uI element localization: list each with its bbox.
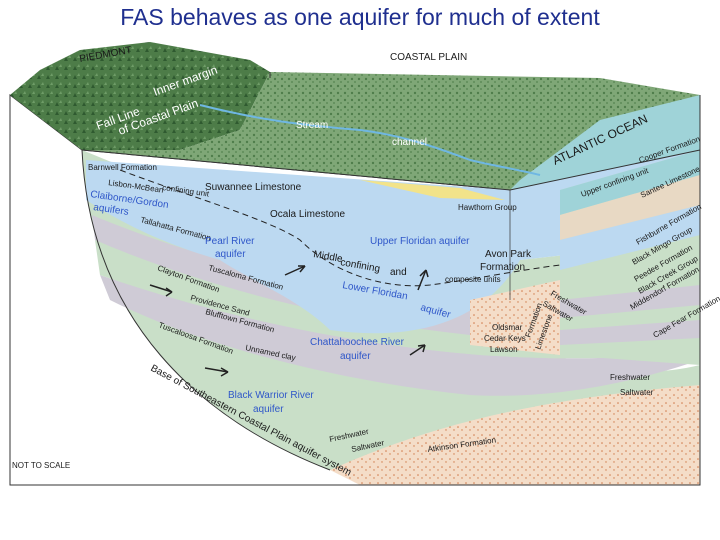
stream-label: Stream: [296, 120, 328, 131]
pearl-river-label: Pearl River: [205, 236, 255, 247]
black-warrior-label: Black Warrior River: [228, 390, 314, 401]
barnwell-label: Barnwell Formation: [88, 163, 157, 172]
pearl-river-label-2: aquifer: [215, 249, 246, 260]
avon-park-label-2: Formation: [480, 262, 525, 273]
not-to-scale-label: NOT TO SCALE: [12, 461, 70, 470]
oldsmar-label: Oldsmar: [492, 323, 523, 332]
middle-confining-label-3: and: [390, 267, 407, 278]
avon-park-label: Avon Park: [485, 249, 532, 260]
oldsmar-label-3: Lawson: [490, 345, 518, 354]
composite-units-label: composite units: [445, 275, 501, 284]
coastal-plain-label: COASTAL PLAIN: [390, 52, 467, 63]
upper-floridan-label: Upper Floridan aquifer: [370, 236, 470, 247]
channel-label: channel: [392, 137, 427, 148]
saltwater-label-3: Saltwater: [620, 388, 654, 397]
oldsmar-label-2: Cedar Keys: [484, 334, 526, 343]
hawthorn-label: Hawthorn Group: [458, 203, 517, 212]
chattahoochee-label-2: aquifer: [340, 351, 371, 362]
chattahoochee-label: Chattahoochee River: [310, 337, 405, 348]
freshwater-label-3: Freshwater: [610, 373, 650, 382]
black-warrior-label-2: aquifer: [253, 404, 284, 415]
ocala-label: Ocala Limestone: [270, 209, 345, 220]
suwannee-label: Suwannee Limestone: [205, 182, 302, 193]
